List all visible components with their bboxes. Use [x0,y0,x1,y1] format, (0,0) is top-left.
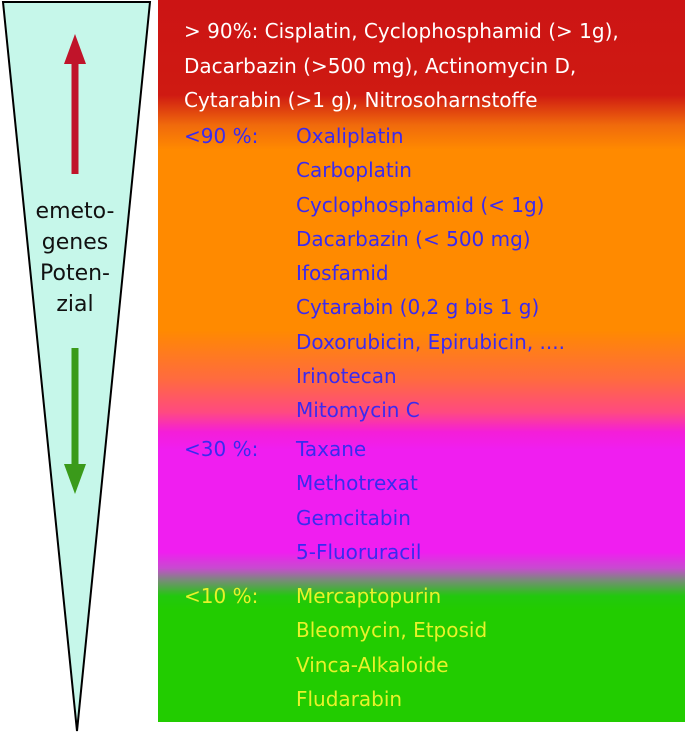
tier-minimal-label: <10 %: [184,584,259,608]
drug-item: Vinca-Alkaloide [296,652,449,677]
drug-item: Cytarabin (0,2 g bis 1 g) [296,295,540,320]
tier-high-text: > 90%: Cisplatin, Cyclophosphamid (> 1g)… [184,14,619,118]
drug-item: Methotrexat [296,471,418,496]
scale-label-line-2: genes [41,230,109,255]
drug-item: Taxane [296,437,367,461]
up-arrow-shaft [71,62,79,174]
tier-high-line-3: Cytarabin (>1 g), Nitrosoharnstoffe [184,88,538,112]
drug-item: Fludarabin [296,686,403,711]
drug-item: Irinotecan [296,364,397,389]
tier-minimal-drug-list: Mercaptopurin Bleomycin, Etposid Vinca-A… [296,579,487,716]
drug-item: Cyclophosphamid (< 1g) [296,192,545,217]
drug-item: Gemcitabin [296,505,411,530]
drug-item: Doxorubicin, Epirubicin, .... [296,329,565,354]
drug-item: Mercaptopurin [296,584,442,608]
emetogenic-risk-panel [158,0,685,722]
tier-moderate-drug-list: Oxaliplatin Carboplatin Cyclophosphamid … [296,119,565,428]
down-arrow-shaft [71,348,79,466]
scale-label-line-3: Poten- [40,261,110,286]
down-arrow-icon [64,348,86,494]
tier-low-label: <30 %: [184,437,259,461]
tier-high-line-1: > 90%: Cisplatin, Cyclophosphamid (> 1g)… [184,19,619,43]
emetogenic-scale-wedge [1,0,152,732]
drug-item: Oxaliplatin [296,124,404,148]
tier-moderate-label: <90 %: [184,124,259,148]
tier-high-line-2: Dacarbazin (>500 mg), Actinomycin D, [184,53,577,78]
down-arrow-head [64,464,86,494]
scale-label-line-4: zial [56,292,94,317]
up-arrow-head [64,34,86,64]
tier-low-drug-list: Taxane Methotrexat Gemcitabin 5-Fluorura… [296,432,421,569]
scale-label-line-1: emeto- [35,199,115,224]
drug-item: Ifosfamid [296,261,389,286]
drug-item: Dacarbazin (< 500 mg) [296,226,531,251]
drug-item: 5-Fluoruracil [296,539,422,564]
up-arrow-icon [64,34,86,174]
drug-item: Carboplatin [296,158,412,183]
drug-item: Mitomycin C [296,398,420,423]
drug-item: Bleomycin, Etposid [296,618,488,643]
